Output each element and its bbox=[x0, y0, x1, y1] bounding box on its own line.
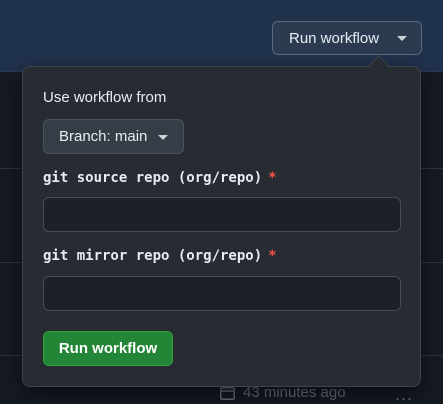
calendar-icon bbox=[220, 386, 235, 400]
branch-select-button[interactable]: Branch: main bbox=[43, 119, 184, 154]
run-workflow-submit-button[interactable]: Run workflow bbox=[43, 331, 173, 366]
mirror-repo-label-text: git mirror repo (org/repo) bbox=[43, 248, 263, 264]
mirror-repo-label: git mirror repo (org/repo) * bbox=[43, 248, 277, 264]
mirror-repo-input[interactable] bbox=[43, 276, 401, 311]
source-repo-input[interactable] bbox=[43, 197, 401, 232]
timestamp-text: 43 minutes ago bbox=[243, 384, 346, 401]
required-mark: * bbox=[268, 170, 277, 186]
run-workflow-dropdown-button[interactable]: Run workflow bbox=[272, 21, 422, 55]
source-repo-label: git source repo (org/repo) * bbox=[43, 170, 277, 186]
run-timestamp: 43 minutes ago bbox=[220, 384, 346, 401]
source-repo-label-text: git source repo (org/repo) bbox=[43, 170, 263, 186]
required-mark: * bbox=[268, 248, 277, 264]
kebab-horizontal-icon[interactable]: ... bbox=[395, 384, 414, 404]
chevron-down-icon bbox=[397, 36, 407, 41]
use-workflow-from-label: Use workflow from bbox=[43, 89, 167, 106]
run-workflow-dropdown-label: Run workflow bbox=[289, 29, 380, 47]
branch-select-label: Branch: main bbox=[59, 128, 148, 145]
chevron-down-icon bbox=[158, 135, 168, 140]
